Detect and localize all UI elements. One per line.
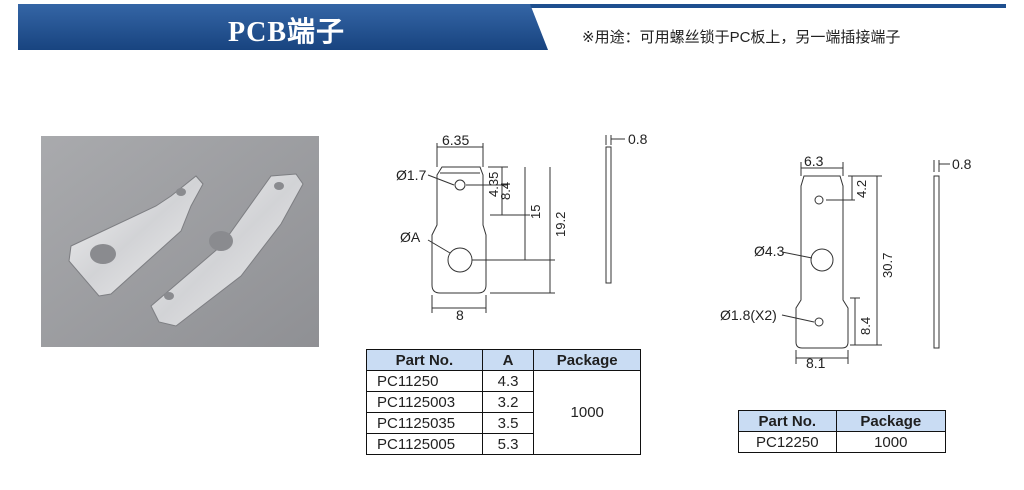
- package-cell: 1000: [533, 370, 641, 455]
- d1-dim-19-2: 19.2: [553, 212, 568, 237]
- d2-hole-small: Ø1.8(X2): [720, 307, 777, 323]
- table-row: PC1125005 5.3: [366, 433, 641, 455]
- col-header-part-no: Part No.: [738, 410, 837, 432]
- col-header-a: A: [481, 349, 535, 371]
- spec-table-2: Part No. Package PC12250 1000: [738, 410, 947, 453]
- d1-dim-8-4: 8.4: [498, 182, 513, 200]
- package-cell: 1000: [835, 431, 947, 453]
- col-header-part-no: Part No.: [366, 349, 483, 371]
- d1-hole-a: ØA: [400, 229, 421, 245]
- drawing-terminal-1: 6.35 Ø1.7 ØA 8 0.8 4.35 8.4 15 19.2: [396, 131, 648, 323]
- part-no-cell: PC1125005: [366, 433, 483, 455]
- table-row: PC12250 1000: [738, 431, 947, 453]
- col-header-package: Package: [835, 410, 947, 432]
- d2-hole-big: Ø4.3: [754, 243, 785, 259]
- page-title: PCB端子: [228, 17, 346, 48]
- d1-thickness: 0.8: [628, 131, 648, 147]
- table-row: PC1125003 3.2: [366, 391, 641, 413]
- table-row: PC11250 4.3 1000: [366, 370, 641, 455]
- a-cell: 4.3: [481, 370, 535, 392]
- d2-w-top: 6.3: [804, 153, 824, 169]
- d2-dim-8-4: 8.4: [858, 317, 873, 335]
- drawing-terminal-2: 6.3 Ø4.3 Ø1.8(X2) 8.1 0.8 4.2 30.7 8.4: [720, 153, 972, 371]
- part-no-cell: PC1125035: [366, 412, 483, 434]
- d1-hole-small: Ø1.7: [396, 167, 427, 183]
- d1-dim-15: 15: [528, 205, 543, 219]
- a-cell: 5.3: [481, 433, 535, 455]
- usage-note: ※用途：可用螺丝锁于PC板上，另一端插接端子: [582, 29, 901, 46]
- d2-dim-4-2: 4.2: [854, 180, 869, 198]
- table-row: PC1125035 3.5: [366, 412, 641, 434]
- d2-thickness: 0.8: [952, 156, 972, 172]
- col-header-package: Package: [533, 349, 641, 371]
- header-band: PCB端子: [18, 4, 1006, 54]
- d1-w-top: 6.35: [442, 132, 469, 148]
- a-cell: 3.2: [481, 391, 535, 413]
- header-band-shape: [18, 4, 1006, 50]
- product-photo: [41, 136, 319, 347]
- part-no-cell: PC1125003: [366, 391, 483, 413]
- d1-w-bottom: 8: [456, 307, 464, 323]
- d1-dim-4-35: 4.35: [486, 172, 501, 197]
- d2-dim-30-7: 30.7: [880, 253, 895, 278]
- part-no-cell: PC11250: [366, 370, 483, 392]
- spec-table-1: Part No. A Package PC11250 4.3 1000 PC11…: [366, 349, 641, 455]
- a-cell: 3.5: [481, 412, 535, 434]
- d2-w-bottom: 8.1: [806, 355, 826, 371]
- part-no-cell: PC12250: [738, 431, 837, 453]
